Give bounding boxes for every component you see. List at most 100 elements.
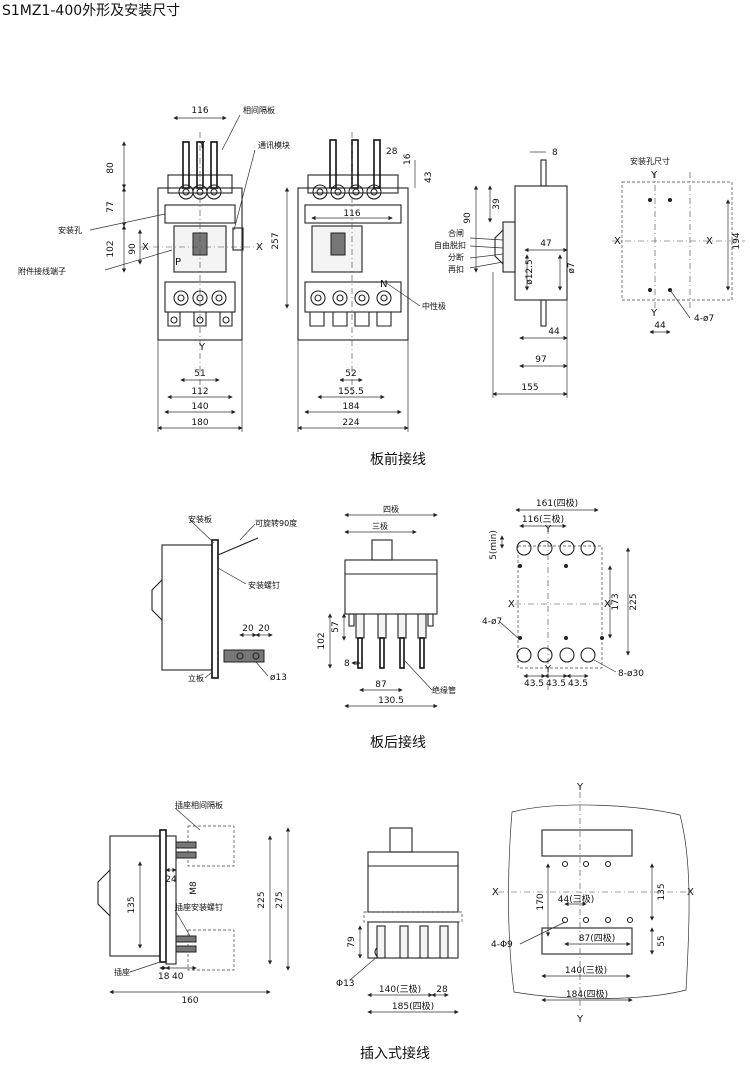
dim-43: 43 <box>424 172 434 183</box>
rear-side-view <box>151 519 273 679</box>
pole-n: N <box>380 279 387 290</box>
rear-front-view <box>327 512 438 709</box>
dim-39: 39 <box>492 198 502 210</box>
front-mount-holes <box>612 172 745 335</box>
dim-plug-135b: 135 <box>657 883 667 900</box>
dim-257: 257 <box>271 232 281 249</box>
rear-panel-cutout <box>499 507 631 690</box>
plugin-side-view <box>97 807 291 995</box>
dim-77: 77 <box>106 201 116 212</box>
axis-plug-x-left: X <box>492 887 499 898</box>
axis-plug-y-top: Y <box>576 782 584 793</box>
dim-plug-140: 140(三极) <box>379 983 421 995</box>
dim-plug-44: 44(三极) <box>558 893 594 905</box>
label-mount-hole-size: 安装孔尺寸 <box>630 156 670 166</box>
dim-43-5b: 43.5 <box>546 679 566 689</box>
dim-plug-275: 275 <box>275 891 285 908</box>
dim-8: 8 <box>552 148 558 158</box>
caption-front: 板前接线 <box>370 452 426 468</box>
label-trip: 再扣 <box>448 264 464 274</box>
dim-plug-79: 79 <box>347 936 357 948</box>
plugin-front-view <box>349 827 463 1015</box>
dim-plug-87: 87(四极) <box>579 932 615 944</box>
dim-224: 224 <box>342 418 359 428</box>
dim-plug-13: Φ13 <box>336 979 355 989</box>
dim-97: 97 <box>535 355 546 365</box>
dim-plug-40: 40 <box>172 972 184 982</box>
label-mount-screw: 安装螺钉 <box>248 580 280 590</box>
dim-102: 102 <box>106 240 116 257</box>
dim-plug-170: 170 <box>536 893 546 910</box>
dim-plug-140b: 140(三极) <box>565 964 607 976</box>
dim-140: 140 <box>191 402 208 412</box>
axis-rear-x: X <box>508 599 515 610</box>
label-four-pole: 四极 <box>383 504 399 514</box>
dim-184: 184 <box>342 402 359 412</box>
dim-90: 90 <box>128 243 138 255</box>
dim-rear-102: 102 <box>317 632 327 649</box>
dim-4-7: 4-ø7 <box>694 314 714 324</box>
dim-plug-24: 24 <box>165 875 177 885</box>
axis-x-holes-right: X <box>706 236 713 247</box>
dim-116-three: 116(三极) <box>522 513 564 525</box>
label-neutral-pole: 中性极 <box>422 301 446 311</box>
label-socket: 插座 <box>114 967 130 977</box>
dim-plug-55: 55 <box>657 935 667 946</box>
dim-90b: 90 <box>463 212 473 224</box>
label-socket-screw: 插座安装螺钉 <box>175 902 223 912</box>
dim-rear-8: 8 <box>344 659 350 669</box>
dim-plug-135: 135 <box>127 896 137 913</box>
label-mount-hole: 安装孔 <box>58 225 82 235</box>
label-phase-barrier: 相间隔板 <box>243 105 275 115</box>
dim-225: 225 <box>629 593 639 610</box>
dim-plug-4-9: 4-Φ9 <box>491 940 513 950</box>
dim-rear-87: 87 <box>375 680 386 690</box>
axis-x-holes: X <box>614 236 621 247</box>
dim-plug-28: 28 <box>436 985 448 995</box>
axis-rear-y-top: Y <box>544 524 552 535</box>
dim-80: 80 <box>106 162 116 174</box>
dim-20b: 20 <box>258 624 270 634</box>
dim-rear-4-7: 4-ø7 <box>482 617 502 627</box>
pole-p: P <box>175 257 181 268</box>
dim-plug-225: 225 <box>257 891 267 908</box>
label-close: 合闸 <box>448 228 464 238</box>
dim-5min: 5(min) <box>489 530 499 560</box>
label-mount-plate: 安装板 <box>188 514 212 524</box>
dim-173: 173 <box>611 593 621 610</box>
dim-51: 51 <box>194 369 205 379</box>
axis-rear-y-bottom: Y <box>544 664 552 675</box>
caption-plugin: 插入式接线 <box>360 1046 430 1062</box>
dim-12-5: ø12.5 <box>525 259 535 285</box>
dim-161: 161(四极) <box>536 497 578 509</box>
dim-43-5a: 43.5 <box>524 679 544 689</box>
dim-112: 112 <box>191 387 208 397</box>
dim-44b: 44 <box>654 321 666 331</box>
plugin-panel-cutout <box>498 792 694 1012</box>
dim-plug-185: 185(四极) <box>392 1000 434 1012</box>
dim-20a: 20 <box>242 624 254 634</box>
dim-28: 28 <box>386 147 398 157</box>
label-socket-barrier: 插座相间隔板 <box>175 800 223 810</box>
dim-155: 155 <box>521 383 538 393</box>
dim-7: ø7 <box>567 262 577 273</box>
label-three-pole: 三极 <box>372 521 388 531</box>
axis-x-left: X <box>142 242 149 253</box>
axis-plug-y-bottom: Y <box>576 1014 584 1025</box>
axis-y-holes-bottom: Y <box>650 308 658 319</box>
axis-y-holes: Y <box>650 170 658 181</box>
dim-16: 16 <box>403 153 413 165</box>
label-comm-module: 通讯模块 <box>258 140 290 150</box>
label-open: 分断 <box>448 252 464 262</box>
axis-y-bottom: Y <box>198 342 206 353</box>
axis-x-right: X <box>256 242 263 253</box>
dim-plug-184: 184(四极) <box>566 988 608 1000</box>
dim-116: 116 <box>191 106 208 116</box>
axis-y-top: Y <box>198 140 206 151</box>
dim-rear-130-5: 130.5 <box>378 696 404 706</box>
dim-plug-18: 18 <box>158 972 170 982</box>
dim-180: 180 <box>191 418 208 428</box>
page-title: S1MZ1-400外形及安装尺寸 <box>2 3 181 19</box>
front-side-view <box>469 151 568 398</box>
axis-plug-x-right: X <box>687 887 694 898</box>
